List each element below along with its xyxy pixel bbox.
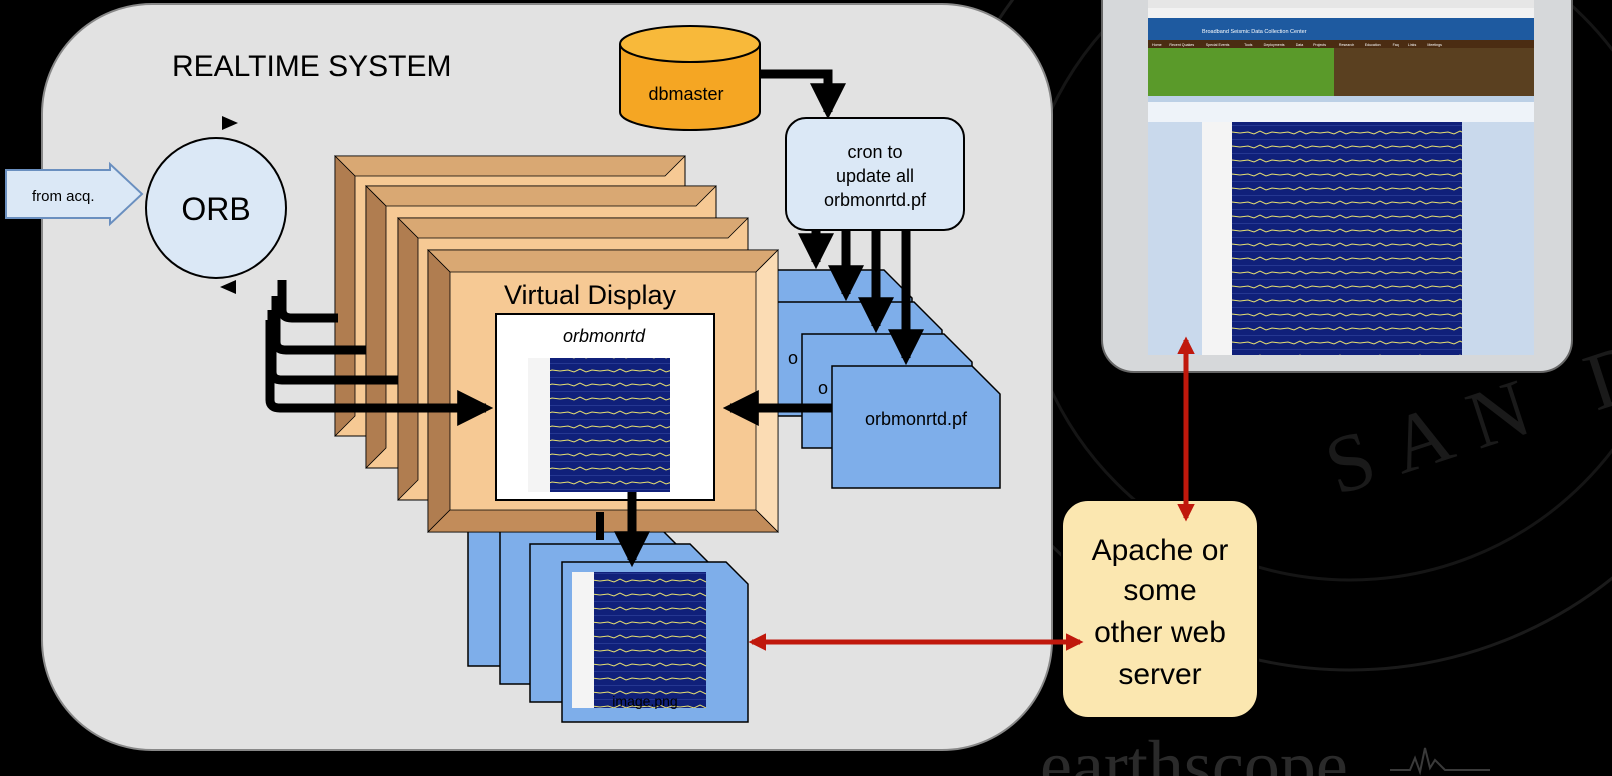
cron-line-1: cron to — [847, 142, 902, 162]
orb-node: ORB — [145, 116, 287, 294]
browser-nav-item: Projects — [1313, 43, 1326, 47]
dbmaster-database-icon: dbmaster — [619, 25, 761, 131]
orb-label: ORB — [181, 191, 250, 227]
pf-partial-2: o — [818, 378, 828, 398]
cron-line-3: orbmonrtd.pf — [824, 190, 927, 210]
footer-logo: earthscope — [1040, 726, 1348, 776]
browser-nav-item: Links — [1408, 43, 1417, 47]
browser-waveform-plot — [1232, 122, 1462, 355]
cron-box: cron to update all orbmonrtd.pf — [785, 117, 965, 231]
dbmaster-label: dbmaster — [648, 84, 723, 104]
web-server-line-2: some — [1123, 574, 1196, 607]
browser-nav-item: Faq — [1393, 43, 1399, 47]
browser-nav-item: Home — [1152, 43, 1162, 47]
web-server-line-3: other web — [1094, 616, 1226, 649]
orb-to-display-arrows — [265, 280, 494, 426]
orbmonrtd-label: orbmonrtd — [563, 326, 646, 346]
browser-nav-item: Meetings — [1427, 43, 1442, 47]
web-server-box: Apache or some other web server — [1061, 499, 1259, 719]
virtual-display-frame: Virtual Display orbmonrtd — [427, 249, 779, 533]
cron-line-2: update all — [836, 166, 914, 186]
browser-nav-item: Research — [1339, 43, 1354, 47]
browser-nav-item: Deployments — [1264, 43, 1285, 47]
orbmonrtd-waveform — [528, 358, 670, 492]
browser-nav: Home Recent Quakes Special Events Tools Depl… — [1152, 43, 1442, 47]
browser-nav-item: Data — [1296, 43, 1304, 47]
pf-file-label: orbmonrtd.pf — [865, 409, 968, 429]
browser-nav-item: Recent Quakes — [1169, 43, 1194, 47]
browser-nav-item: Education — [1365, 43, 1381, 47]
db-to-cron-arrow — [760, 69, 846, 120]
image-file-label: image.png — [612, 693, 677, 709]
virtual-display-stack: Virtual Display orbmonrtd — [334, 155, 779, 533]
panel-title: REALTIME SYSTEM — [172, 50, 452, 83]
image-waveform-thumbnail — [572, 572, 706, 708]
browser-nav-item: Tools — [1244, 43, 1253, 47]
footer-seismogram-icon — [1390, 747, 1490, 776]
browser-panel: Broadband Seismic Data Collection Center… — [1101, 0, 1573, 373]
cron-to-pf-arrows — [798, 230, 924, 366]
browser-nav-item: Special Events — [1206, 43, 1230, 47]
browser-window: Broadband Seismic Data Collection Center… — [1148, 0, 1534, 355]
virtual-display-label: Virtual Display — [504, 280, 677, 310]
web-server-line-4: server — [1118, 658, 1201, 691]
pf-partial-1: o — [788, 348, 798, 368]
acq-arrow: from acq. — [5, 161, 144, 227]
image-file-stack: image.png — [467, 511, 749, 723]
browser-site-title: Broadband Seismic Data Collection Center — [1202, 29, 1307, 35]
acq-label: from acq. — [32, 188, 95, 205]
web-server-line-1: Apache or — [1092, 534, 1229, 567]
